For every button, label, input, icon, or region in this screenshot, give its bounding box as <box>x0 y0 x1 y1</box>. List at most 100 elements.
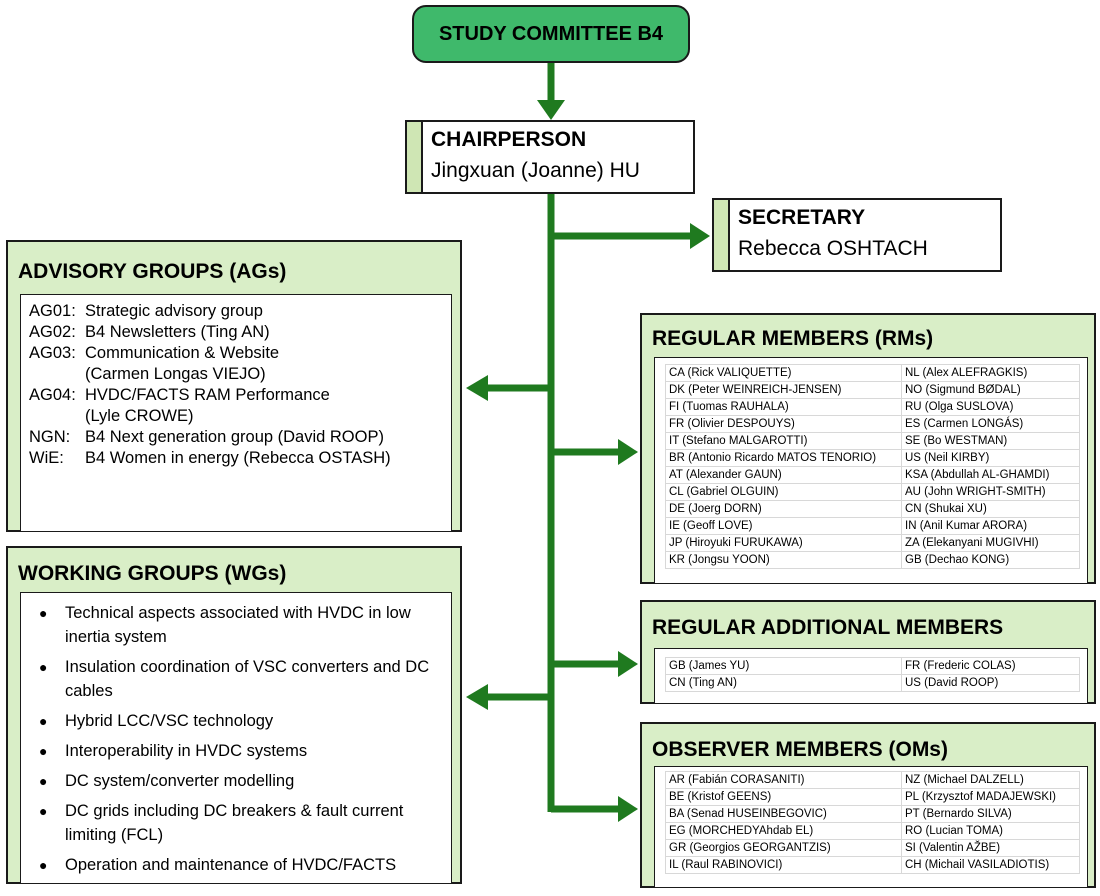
member-row: CL (Gabriel OLGUIN)AU (John WRIGHT-SMITH… <box>665 483 1080 501</box>
member-row: AT (Alexander GAUN)KSA (Abdullah AL-GHAM… <box>665 466 1080 484</box>
arrow-to-working <box>466 684 488 710</box>
working-groups-list-box: ●Technical aspects associated with HVDC … <box>20 592 452 884</box>
bullet-icon: ● <box>39 803 48 819</box>
member-cell: AR (Fabián CORASANITI) <box>665 771 902 789</box>
member-cell: ZA (Elekanyani MUGIVHI) <box>901 534 1080 552</box>
member-cell: NL (Alex ALEFRAGKIS) <box>901 364 1080 382</box>
bullet-icon: ● <box>39 713 48 729</box>
member-row: DK (Peter WEINREICH-JENSEN)NO (Sigmund B… <box>665 381 1080 399</box>
member-row: BR (Antonio Ricardo MATOS TENORIO)US (Ne… <box>665 449 1080 467</box>
arrow-to-advisory <box>466 375 488 401</box>
arrow-to-secretary <box>690 223 710 249</box>
advisory-item-continuation: (Carmen Longas VIEJO) <box>85 365 266 383</box>
additional-members-table: GB (James YU)FR (Frederic COLAS)CN (Ting… <box>665 657 1080 692</box>
member-cell: BE (Kristof GEENS) <box>665 788 902 806</box>
arrow-to-observer <box>618 796 638 822</box>
member-cell: IE (Geoff LOVE) <box>665 517 902 535</box>
chairperson-role: CHAIRPERSON <box>431 128 587 151</box>
advisory-item: NGN:B4 Next generation group (David ROOP… <box>29 428 384 446</box>
chairperson-stripe <box>407 122 423 192</box>
member-cell: RO (Lucian TOMA) <box>901 822 1080 840</box>
member-cell: BA (Senad HUSEINBEGOVIC) <box>665 805 902 823</box>
advisory-item: AG01:Strategic advisory group <box>29 302 263 320</box>
arrow-to-regular <box>618 439 638 465</box>
member-row: KR (Jongsu YOON)GB (Dechao KONG) <box>665 551 1080 569</box>
member-cell: CN (Shukai XU) <box>901 500 1080 518</box>
additional-members-table-box: GB (James YU)FR (Frederic COLAS)CN (Ting… <box>654 648 1088 704</box>
member-row: BA (Senad HUSEINBEGOVIC)PT (Bernardo SIL… <box>665 805 1080 823</box>
member-row: CA (Rick VALIQUETTE)NL (Alex ALEFRAGKIS) <box>665 364 1080 382</box>
arrow-to-chair <box>537 100 565 120</box>
member-row: GB (James YU)FR (Frederic COLAS) <box>665 657 1080 675</box>
secretary-box: SECRETARY Rebecca OSHTACH <box>712 198 1002 272</box>
member-cell: KR (Jongsu YOON) <box>665 551 902 569</box>
member-cell: CA (Rick VALIQUETTE) <box>665 364 902 382</box>
member-cell: US (Neil KIRBY) <box>901 449 1080 467</box>
member-cell: AT (Alexander GAUN) <box>665 466 902 484</box>
member-row: AR (Fabián CORASANITI)NZ (Michael DALZEL… <box>665 771 1080 789</box>
observer-members-panel: OBSERVER MEMBERS (OMs) AR (Fabián CORASA… <box>640 722 1096 888</box>
member-cell: CN (Ting AN) <box>665 674 902 692</box>
member-cell: GB (Dechao KONG) <box>901 551 1080 569</box>
advisory-item: WiE:B4 Women in energy (Rebecca OSTASH) <box>29 449 391 467</box>
advisory-item: AG02:B4 Newsletters (Ting AN) <box>29 323 270 341</box>
advisory-groups-title: ADVISORY GROUPS (AGs) <box>18 260 287 283</box>
regular-members-panel: REGULAR MEMBERS (RMs) CA (Rick VALIQUETT… <box>640 313 1096 584</box>
member-cell: CH (Michail VASILADIOTIS) <box>901 856 1080 874</box>
advisory-groups-panel: ADVISORY GROUPS (AGs) AG01:Strategic adv… <box>6 240 462 532</box>
member-cell: SE (Bo WESTMAN) <box>901 432 1080 450</box>
observer-members-table: AR (Fabián CORASANITI)NZ (Michael DALZEL… <box>665 771 1080 874</box>
observer-members-table-box: AR (Fabián CORASANITI)NZ (Michael DALZEL… <box>654 766 1088 888</box>
working-group-item: ●Technical aspects associated with HVDC … <box>35 601 451 649</box>
advisory-groups-list-box: AG01:Strategic advisory group AG02:B4 Ne… <box>20 294 452 532</box>
member-row: CN (Ting AN)US (David ROOP) <box>665 674 1080 692</box>
member-row: IL (Raul RABINOVICI)CH (Michail VASILADI… <box>665 856 1080 874</box>
member-row: IT (Stefano MALGAROTTI)SE (Bo WESTMAN) <box>665 432 1080 450</box>
bullet-icon: ● <box>39 857 48 873</box>
member-row: BE (Kristof GEENS)PL (Krzysztof MADAJEWS… <box>665 788 1080 806</box>
working-group-item: ●DC grids including DC breakers & fault … <box>35 799 451 847</box>
study-committee-box: STUDY COMMITTEE B4 <box>412 5 690 63</box>
regular-members-title: REGULAR MEMBERS (RMs) <box>652 327 934 350</box>
member-cell: US (David ROOP) <box>901 674 1080 692</box>
member-row: IE (Geoff LOVE)IN (Anil Kumar ARORA) <box>665 517 1080 535</box>
member-cell: FR (Olivier DESPOUYS) <box>665 415 902 433</box>
member-cell: FI (Tuomas RAUHALA) <box>665 398 902 416</box>
chairperson-box: CHAIRPERSON Jingxuan (Joanne) HU <box>405 120 695 194</box>
member-cell: DE (Joerg DORN) <box>665 500 902 518</box>
member-cell: FR (Frederic COLAS) <box>901 657 1080 675</box>
advisory-item: AG03:Communication & Website <box>29 344 280 362</box>
member-row: EG (MORCHEDYAhdab EL)RO (Lucian TOMA) <box>665 822 1080 840</box>
bullet-icon: ● <box>39 773 48 789</box>
arrow-to-additional <box>618 651 638 677</box>
member-row: FR (Olivier DESPOUYS)ES (Carmen LONGÁS) <box>665 415 1080 433</box>
member-cell: GB (James YU) <box>665 657 902 675</box>
bullet-icon: ● <box>39 605 48 621</box>
member-cell: KSA (Abdullah AL-GHAMDI) <box>901 466 1080 484</box>
member-cell: JP (Hiroyuki FURUKAWA) <box>665 534 902 552</box>
member-cell: EG (MORCHEDYAhdab EL) <box>665 822 902 840</box>
secretary-stripe <box>714 200 730 270</box>
study-committee-title: STUDY COMMITTEE B4 <box>438 22 664 45</box>
advisory-item: AG04:HVDC/FACTS RAM Performance <box>29 386 330 404</box>
bullet-icon: ● <box>39 743 48 759</box>
member-row: FI (Tuomas RAUHALA)RU (Olga SUSLOVA) <box>665 398 1080 416</box>
working-group-item: ●Hybrid LCC/VSC technology <box>35 709 451 733</box>
working-groups-panel: WORKING GROUPS (WGs) ●Technical aspects … <box>6 546 462 884</box>
working-group-item: ●Operation and maintenance of HVDC/FACTS <box>35 853 451 877</box>
member-cell: IT (Stefano MALGAROTTI) <box>665 432 902 450</box>
regular-members-table-box: CA (Rick VALIQUETTE)NL (Alex ALEFRAGKIS)… <box>654 357 1088 584</box>
member-cell: RU (Olga SUSLOVA) <box>901 398 1080 416</box>
member-cell: CL (Gabriel OLGUIN) <box>665 483 902 501</box>
member-cell: DK (Peter WEINREICH-JENSEN) <box>665 381 902 399</box>
member-row: DE (Joerg DORN)CN (Shukai XU) <box>665 500 1080 518</box>
member-cell: SI (Valentin AŽBE) <box>901 839 1080 857</box>
member-cell: IL (Raul RABINOVICI) <box>665 856 902 874</box>
member-cell: NZ (Michael DALZELL) <box>901 771 1080 789</box>
working-groups-title: WORKING GROUPS (WGs) <box>18 562 287 585</box>
advisory-groups-list: AG01:Strategic advisory group AG02:B4 Ne… <box>29 301 391 469</box>
observer-members-title: OBSERVER MEMBERS (OMs) <box>652 738 948 761</box>
advisory-item-continuation: (Lyle CROWE) <box>85 407 194 425</box>
member-cell: PL (Krzysztof MADAJEWSKI) <box>901 788 1080 806</box>
